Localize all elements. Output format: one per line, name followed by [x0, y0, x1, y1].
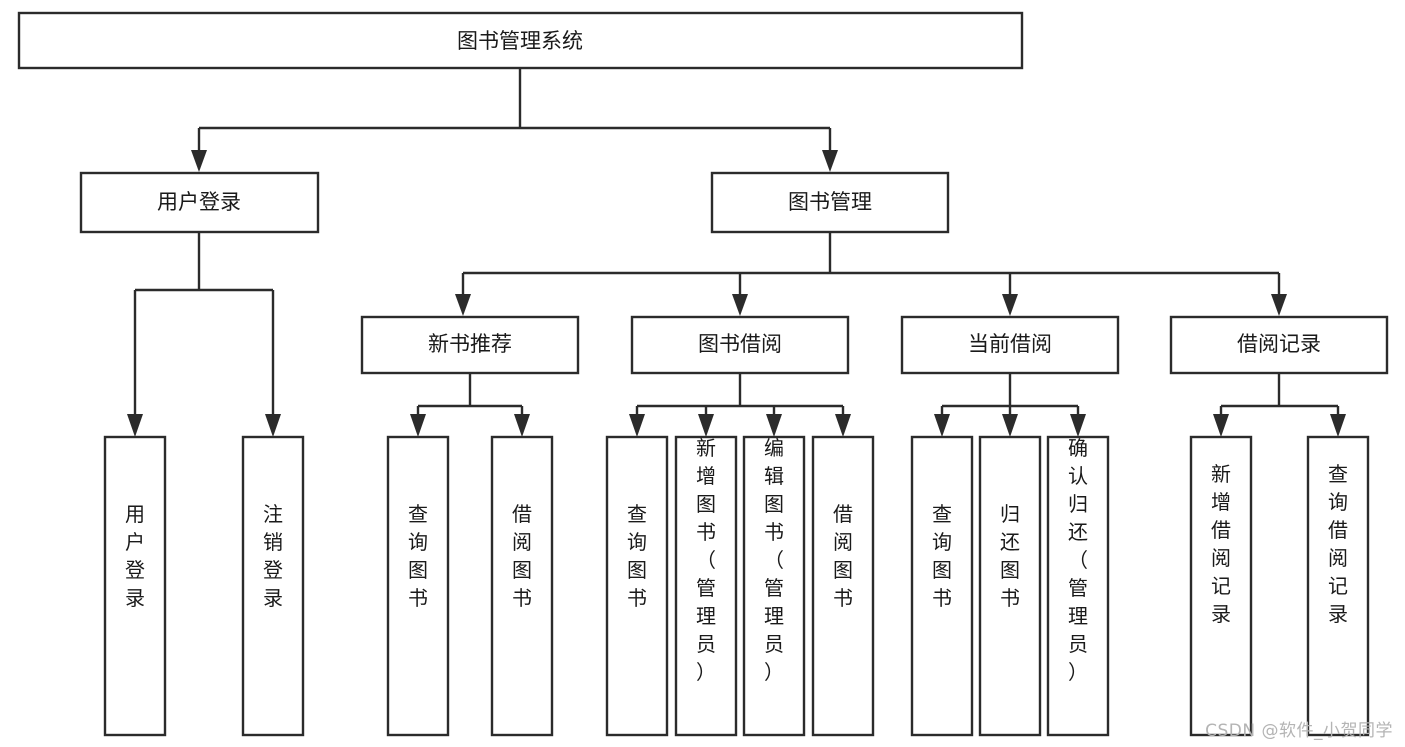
node-leaf-query-borrow-record[interactable]: 查询借阅记录 [1306, 435, 1370, 737]
arrow-book-borrow [732, 294, 748, 316]
arrow-borrow-book-2 [835, 414, 851, 437]
node-book-borrow-label: 图书借阅 [698, 332, 782, 356]
node-leaf-query-book-2-box[interactable] [605, 435, 669, 737]
node-leaf-add-borrow-record-label: 新增借阅记录 [1211, 462, 1231, 626]
arrow-confirm-return-admin [1070, 414, 1086, 437]
node-book-manage[interactable]: 图书管理 [710, 171, 950, 234]
node-leaf-query-book-2[interactable]: 查询图书 [605, 435, 669, 737]
arrow-return-book [1002, 414, 1018, 437]
node-leaf-borrow-book-2-label: 借阅图书 [833, 502, 853, 610]
arrow-edit-book-admin [766, 414, 782, 437]
node-leaf-edit-book-admin-label: 编辑图书（管理员） [764, 436, 784, 684]
node-leaf-logout-login-box[interactable] [241, 435, 305, 737]
node-leaf-query-borrow-record-box[interactable] [1306, 435, 1370, 737]
node-leaf-edit-book-admin[interactable]: 编辑图书（管理员） [742, 435, 806, 737]
node-new-book-recommend[interactable]: 新书推荐 [360, 315, 580, 375]
node-leaf-logout-login[interactable]: 注销登录 [241, 435, 305, 737]
node-root-box[interactable] [17, 11, 1024, 70]
arrow-query-book-1 [410, 414, 426, 437]
node-leaf-query-book-3-label: 查询图书 [932, 502, 952, 610]
node-user-login[interactable]: 用户登录 [79, 171, 320, 234]
node-book-borrow[interactable]: 图书借阅 [630, 315, 850, 375]
node-root[interactable]: 图书管理系统 [17, 11, 1024, 70]
node-leaf-query-book-3-box[interactable] [910, 435, 974, 737]
node-leaf-confirm-return-admin[interactable]: 确认归还（管理员） [1046, 435, 1110, 737]
node-leaf-borrow-book-1-label: 借阅图书 [512, 502, 532, 610]
node-leaf-borrow-book-1-box[interactable] [490, 435, 554, 737]
node-user-login-label: 用户登录 [157, 190, 241, 214]
node-root-label: 图书管理系统 [457, 29, 583, 53]
node-current-borrow-box[interactable] [900, 315, 1120, 375]
arrow-leaf-logout [265, 414, 281, 437]
arrow-query-borrow-record [1330, 414, 1346, 437]
node-leaf-return-book-box[interactable] [978, 435, 1042, 737]
csdn-watermark: CSDN @软件_小贺同学 [1205, 721, 1393, 741]
arrow-book-manage [822, 150, 838, 172]
node-leaf-confirm-return-admin-box[interactable] [1046, 435, 1110, 737]
arrow-borrow-record [1271, 294, 1287, 316]
node-leaf-return-book-label: 归还图书 [1000, 502, 1020, 610]
node-book-manage-label: 图书管理 [788, 190, 872, 214]
node-borrow-record-box[interactable] [1169, 315, 1389, 375]
node-leaf-add-book-admin[interactable]: 新增图书（管理员） [674, 435, 738, 737]
node-leaf-confirm-return-admin-label: 确认归还（管理员） [1068, 436, 1088, 684]
node-leaf-add-book-admin-label: 新增图书（管理员） [696, 436, 716, 684]
node-book-borrow-box[interactable] [630, 315, 850, 375]
node-leaf-user-login-label: 用户登录 [125, 502, 145, 610]
arrow-current-borrow [1002, 294, 1018, 316]
node-leaf-add-book-admin-box[interactable] [674, 435, 738, 737]
node-leaf-borrow-book-1[interactable]: 借阅图书 [490, 435, 554, 737]
node-leaf-borrow-book-2-box[interactable] [811, 435, 875, 737]
node-leaf-query-book-3[interactable]: 查询图书 [910, 435, 974, 737]
node-user-login-box[interactable] [79, 171, 320, 234]
node-borrow-record[interactable]: 借阅记录 [1169, 315, 1389, 375]
node-leaf-query-book-1-label: 查询图书 [408, 502, 428, 610]
arrow-new-book-recommend [455, 294, 471, 316]
node-new-book-recommend-label: 新书推荐 [428, 332, 512, 356]
node-leaf-edit-book-admin-box[interactable] [742, 435, 806, 737]
arrow-leaf-user-login [127, 414, 143, 437]
node-borrow-record-label: 借阅记录 [1237, 332, 1321, 356]
connectors-group [127, 68, 1346, 437]
node-leaf-query-book-1[interactable]: 查询图书 [386, 435, 450, 737]
node-new-book-recommend-box[interactable] [360, 315, 580, 375]
arrow-add-borrow-record [1213, 414, 1229, 437]
node-leaf-logout-login-label: 注销登录 [263, 502, 283, 610]
node-leaf-borrow-book-2[interactable]: 借阅图书 [811, 435, 875, 737]
arrow-user-login [191, 150, 207, 172]
node-leaf-return-book[interactable]: 归还图书 [978, 435, 1042, 737]
node-leaf-user-login[interactable]: 用户登录 [103, 435, 167, 737]
arrow-add-book-admin [698, 414, 714, 437]
node-leaf-add-borrow-record-box[interactable] [1189, 435, 1253, 737]
node-leaf-query-borrow-record-label: 查询借阅记录 [1328, 462, 1348, 626]
node-leaf-add-borrow-record[interactable]: 新增借阅记录 [1189, 435, 1253, 737]
node-leaf-query-book-2-label: 查询图书 [627, 502, 647, 610]
node-current-borrow[interactable]: 当前借阅 [900, 315, 1120, 375]
node-leaf-query-book-1-box[interactable] [386, 435, 450, 737]
node-book-manage-box[interactable] [710, 171, 950, 234]
arrow-query-book-2 [629, 414, 645, 437]
arrow-query-book-3 [934, 414, 950, 437]
arrow-borrow-book-1 [514, 414, 530, 437]
node-current-borrow-label: 当前借阅 [968, 332, 1052, 356]
node-leaf-user-login-box[interactable] [103, 435, 167, 737]
